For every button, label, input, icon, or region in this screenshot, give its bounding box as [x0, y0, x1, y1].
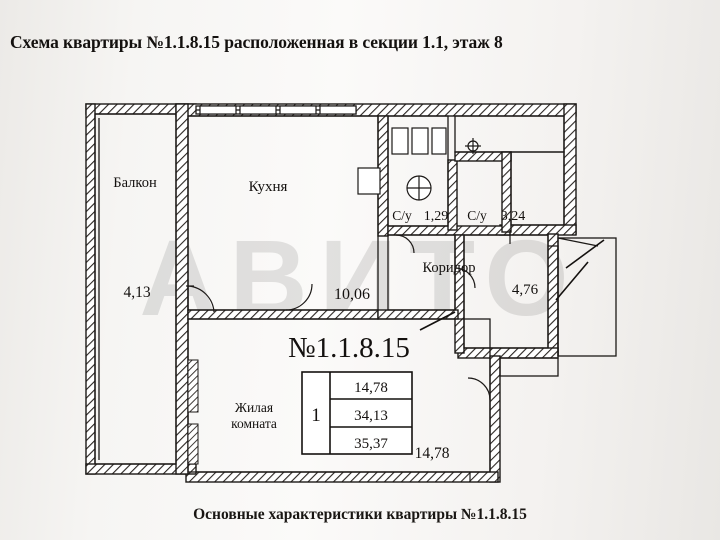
area-living-value: 14,78: [354, 380, 388, 396]
leader-lines: [419, 239, 605, 331]
label-living-room-area: 14,78: [415, 445, 450, 462]
bottom-caption-partial: [0, 530, 720, 540]
rooms-count-value: 1: [311, 405, 321, 426]
label-balcony: Балкон: [113, 175, 157, 191]
area-summary-table: 1 14,78 34,13 35,37: [301, 371, 413, 455]
area-total-with-balcony-value: 35,37: [354, 436, 388, 452]
label-living-room-line2: комната: [231, 416, 277, 431]
page-title: Схема квартиры №1.1.8.15 расположенная в…: [10, 32, 503, 52]
doors-and-windows: [186, 105, 511, 482]
label-bathroom-1-area: 1,29: [424, 209, 449, 224]
area-total-value: 34,13: [354, 408, 388, 424]
label-bathroom-2-area: 3,24: [501, 209, 526, 224]
label-kitchen: Кухня: [249, 179, 288, 195]
label-corridor-area: 4,76: [512, 282, 539, 298]
label-bathroom-1: С/у: [392, 208, 412, 223]
bottom-caption: Основные характеристики квартиры №1.1.8.…: [193, 506, 527, 523]
label-kitchen-area: 10,06: [334, 286, 370, 303]
apartment-number-label: №1.1.8.15: [288, 332, 410, 364]
label-corridor: Коридор: [422, 260, 475, 276]
label-balcony-area: 4,13: [123, 284, 150, 301]
label-living-room-line1: Жилая: [235, 400, 273, 415]
plan-text-labels: Балкон 4,13 Кухня 10,06 С/у 1,29 С/у 3,2…: [113, 175, 538, 462]
label-bathroom-2: С/у: [467, 208, 487, 223]
